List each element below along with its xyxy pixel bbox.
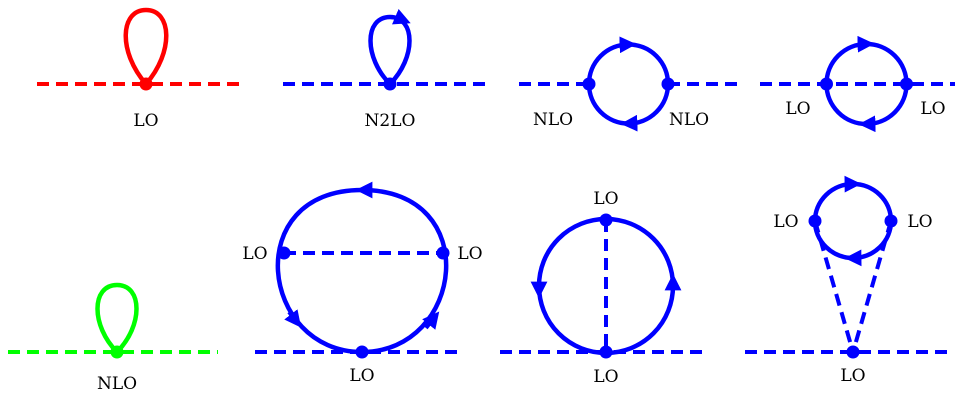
vertex-right	[437, 247, 450, 260]
sunset-loop	[278, 190, 446, 352]
diagram-bubble-nlo: NLO NLO	[519, 45, 738, 131]
tadpole-loop	[98, 285, 137, 352]
vertex-label-top: LO	[593, 189, 618, 209]
vertex-label: N2LO	[365, 111, 416, 131]
vertex-label: NLO	[97, 374, 137, 394]
loop-arrow-left	[289, 312, 296, 321]
bubble-loop	[589, 45, 668, 124]
vertex-left	[820, 78, 833, 91]
vertex-label-left: LO	[773, 212, 798, 232]
vertex-label-bottom: LO	[840, 366, 865, 386]
diagram-red-tadpole: LO	[37, 10, 242, 131]
vertex	[384, 78, 397, 91]
vertex-label-left: NLO	[533, 110, 573, 130]
vertex-left	[809, 215, 822, 228]
vertex-label-right: LO	[907, 212, 932, 232]
vertex-label-bottom: LO	[593, 367, 618, 387]
loop-arrow	[396, 17, 403, 20]
diagram-vertical-chord-lo: LO LO	[500, 189, 706, 387]
vertex-top	[600, 214, 613, 227]
vertex-right	[885, 215, 898, 228]
diagram-bubble-crossed-lo: LO LO	[760, 44, 955, 124]
vertex-bottom	[600, 346, 613, 359]
vertex	[111, 346, 124, 359]
vertex-left	[278, 247, 291, 260]
vertex-bottom	[356, 346, 369, 359]
vertex-label: LO	[133, 111, 158, 131]
tadpole-loop	[371, 17, 410, 84]
diagram-triangle-lo: LO LO LO	[745, 184, 953, 386]
vertex-label-right: LO	[457, 244, 482, 264]
diagram-sunset-lo: LO LO LO	[242, 190, 482, 386]
vertex-bottom	[847, 346, 860, 359]
vertex-right	[900, 78, 913, 91]
vertex-label-left: LO	[242, 244, 267, 264]
vertex-left	[583, 78, 596, 91]
vertex-label-bottom: LO	[349, 366, 374, 386]
vertex-right	[662, 78, 675, 91]
bubble-loop	[815, 184, 891, 258]
diagram-green-tadpole: NLO	[8, 285, 218, 394]
vertex-label-right: NLO	[669, 110, 709, 130]
vertex-label-left: LO	[785, 99, 810, 119]
diagram-blue-tadpole: N2LO	[283, 17, 490, 131]
vertex	[140, 78, 153, 91]
tadpole-loop	[126, 10, 167, 84]
vertex-label-right: LO	[920, 99, 945, 119]
